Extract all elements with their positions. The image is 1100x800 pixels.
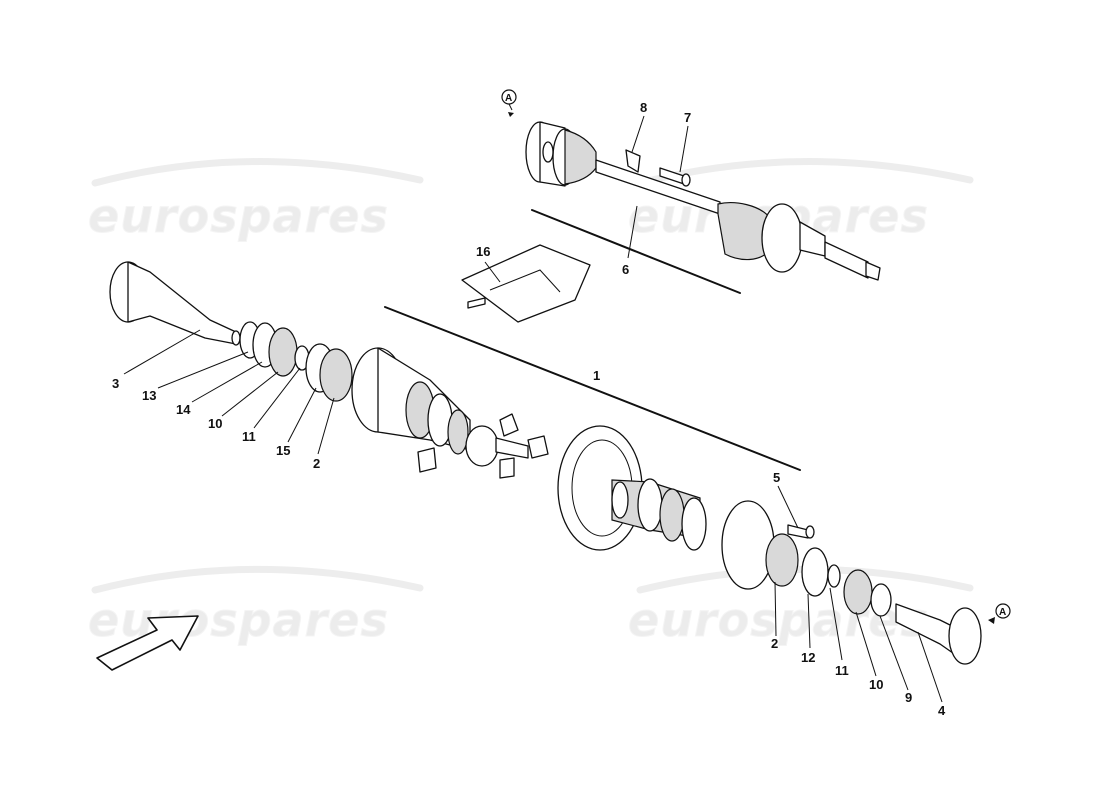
- stub-end: [865, 261, 881, 281]
- shim-12: [801, 547, 829, 597]
- differential-case-left: [351, 347, 549, 479]
- callout-8: 8: [640, 100, 647, 115]
- callout-11: 11: [835, 663, 849, 678]
- watermark-text: eurospares: [88, 189, 389, 243]
- callout-3: 3: [112, 376, 119, 391]
- cv-joint-outer-body: [761, 203, 803, 273]
- right-case-cover: [721, 500, 775, 590]
- callout-6: 6: [622, 262, 629, 277]
- callout-13: 13: [142, 388, 156, 403]
- side-gear-left: [465, 425, 499, 467]
- bracket-6: [531, 209, 741, 294]
- watermark-group: eurospares eurospares eurospares eurospa…: [88, 158, 974, 648]
- leader-9: [879, 615, 909, 691]
- leader-7: [679, 125, 689, 173]
- leader-11b: [829, 587, 843, 661]
- bearing-10: [268, 327, 298, 377]
- callout-2: 2: [313, 456, 320, 471]
- leader-2b: [774, 581, 777, 637]
- leader-2a: [317, 397, 335, 455]
- direction-arrow-icon: [96, 615, 199, 671]
- callout-7: 7: [684, 110, 691, 125]
- side-gear-right: [611, 481, 629, 519]
- axle-shaft-assembly: [525, 121, 881, 281]
- callout-11: 11: [242, 429, 256, 444]
- leader-11a: [253, 367, 301, 429]
- reference-letter: A: [505, 93, 512, 104]
- callout-4: 4: [938, 703, 946, 718]
- heat-shield-plate: [461, 244, 591, 323]
- pinion-top: [499, 413, 519, 437]
- right-output-flange: [895, 603, 982, 665]
- callout-1: 1: [593, 368, 600, 383]
- leader-8: [631, 115, 645, 153]
- callout-5: 5: [773, 470, 780, 485]
- cv-joint-hub: [542, 141, 554, 163]
- leader-4: [917, 631, 943, 703]
- reference-marker-right: A: [988, 603, 1011, 624]
- bolt-head: [681, 173, 691, 187]
- heat-shield-fold: [489, 269, 561, 293]
- circlip-11-right: [827, 564, 841, 588]
- clutch-disc-c: [447, 409, 469, 455]
- leader-lines: [123, 115, 943, 703]
- splined-stub: [824, 241, 869, 279]
- ring-gear-assembly: [557, 425, 815, 590]
- clutch-disc-f: [681, 497, 707, 551]
- watermark-text: eurospares: [88, 593, 389, 647]
- callout-16: 16: [476, 244, 490, 259]
- left-bearing-stack: [239, 321, 353, 402]
- flange-spline-end: [231, 330, 241, 346]
- leader-10b: [855, 611, 877, 677]
- pinion-bottom: [499, 457, 515, 479]
- leader-6: [627, 205, 638, 259]
- reference-arrow-line: [508, 103, 513, 111]
- bracket-1: [384, 306, 801, 471]
- flange-shaft: [127, 261, 237, 345]
- ring-9: [870, 583, 892, 617]
- callout-10: 10: [208, 416, 222, 431]
- leader-5: [777, 485, 799, 529]
- bearing-10-right: [843, 569, 873, 615]
- clutch-disc-d: [637, 478, 663, 532]
- reference-circle: [995, 603, 1011, 619]
- arrow-icon: [508, 112, 514, 117]
- callout-12: 12: [801, 650, 815, 665]
- damper-clip: [625, 149, 641, 173]
- callout-14: 14: [176, 402, 191, 417]
- bolt-5-head: [805, 525, 815, 539]
- callout-15: 15: [276, 443, 290, 458]
- leader-13: [157, 351, 249, 389]
- right-bearing-stack: [765, 533, 892, 617]
- leader-15: [287, 387, 317, 443]
- leader-14: [191, 361, 263, 403]
- reference-letter: A: [999, 607, 1006, 618]
- reference-marker-top: A: [501, 89, 517, 117]
- callout-labels: 8 7 16 6 1 3 13 14 10 11 15 2 5 2 12 11 …: [112, 100, 946, 718]
- callout-9: 9: [905, 690, 912, 705]
- bearing-2: [319, 348, 353, 402]
- cross-pin: [495, 437, 529, 459]
- clutch-disc-e: [659, 488, 685, 542]
- callout-10: 10: [869, 677, 883, 692]
- bearing-2-right: [765, 533, 799, 587]
- leader-10a: [221, 371, 279, 417]
- leader-12: [807, 593, 811, 649]
- left-output-flange: [109, 261, 241, 346]
- pinion-right: [527, 435, 549, 459]
- callout-2: 2: [771, 636, 778, 651]
- heat-shield-screw: [467, 297, 486, 309]
- leader-3: [123, 329, 201, 375]
- right-flange-disc: [948, 607, 982, 665]
- pinion-left: [417, 447, 437, 473]
- leader-16: [484, 261, 501, 283]
- arrow-icon: [988, 617, 995, 624]
- heat-shield: [461, 244, 591, 323]
- cv-boot-inner: [564, 129, 597, 185]
